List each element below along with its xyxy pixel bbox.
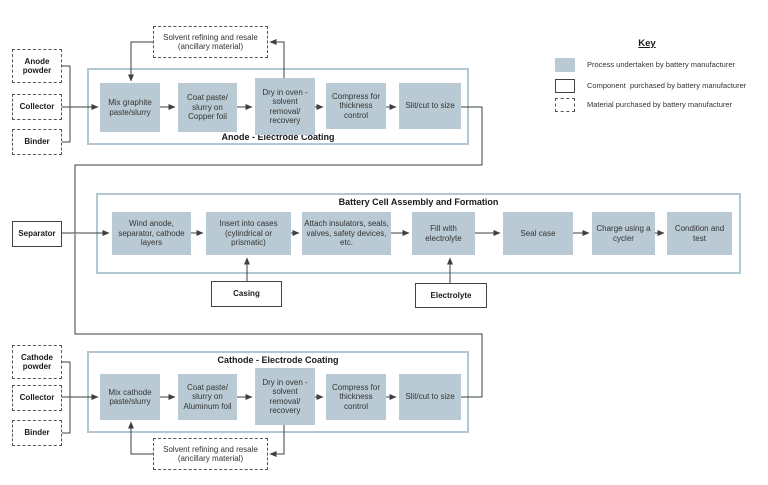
input-separator: Separator xyxy=(12,221,62,247)
step-label: Slit/cut to size xyxy=(405,101,455,111)
step-label: Dry in oven - solvent removal/ recovery xyxy=(262,377,308,416)
step-slit-cut-anode: Slit/cut to size xyxy=(399,83,461,129)
step-label: Wind anode, separator, cathode layers xyxy=(118,219,185,248)
legend-label-material: Material purchased by battery manufactur… xyxy=(587,100,733,109)
step-slit-cut-cathode: Slit/cut to size xyxy=(399,374,461,420)
step-charge-cycler: Charge using a cycler xyxy=(592,212,655,255)
step-label: Insert into cases (cylindrical or prisma… xyxy=(219,219,278,248)
step-compress-anode: Compress for thickness control xyxy=(326,83,386,129)
step-compress-cathode: Compress for thickness control xyxy=(326,374,386,420)
input-collector-anode: Collector xyxy=(12,94,62,120)
step-coat-copper-foil: Coat paste/ slurry on Copper foil xyxy=(178,83,237,132)
legend-swatch-component xyxy=(555,79,575,93)
cathode-section-title: Cathode - Electrode Coating xyxy=(217,355,339,365)
step-dry-oven-cathode: Dry in oven - solvent removal/ recovery xyxy=(255,368,315,425)
step-label: Condition and test xyxy=(674,224,725,243)
step-label: Dry in oven - solvent removal/ recovery xyxy=(262,87,308,126)
step-mix-graphite-paste: Mix graphite paste/slurry xyxy=(100,83,160,132)
input-label: Collector xyxy=(19,102,55,112)
legend-label-component: Component purchased by battery manufactu… xyxy=(587,81,747,90)
input-binder-cathode: Binder xyxy=(12,420,62,446)
component-casing: Casing xyxy=(211,281,282,307)
recycle-label: Solvent refining and resale (ancillary m… xyxy=(163,444,258,464)
step-label: Fill with electrolyte xyxy=(425,224,462,243)
step-dry-oven-anode: Dry in oven - solvent removal/ recovery xyxy=(255,78,315,135)
step-label: Charge using a cycler xyxy=(596,224,651,243)
input-collector-cathode: Collector xyxy=(12,385,62,411)
step-label: Coat paste/ slurry on Copper foil xyxy=(187,93,228,122)
recycle-solvent-anode: Solvent refining and resale (ancillary m… xyxy=(153,26,268,58)
input-label: Collector xyxy=(19,393,55,403)
input-label: Binder xyxy=(24,137,50,147)
input-anode-powder: Anode powder xyxy=(12,49,62,83)
step-label: Mix cathode paste/slurry xyxy=(108,387,152,407)
legend-label-process: Process undertaken by battery manufactur… xyxy=(587,60,735,69)
step-attach-insulators: Attach insulators, seals, valves, safety… xyxy=(302,212,391,255)
step-fill-electrolyte: Fill with electrolyte xyxy=(412,212,475,255)
step-label: Attach insulators, seals, valves, safety… xyxy=(304,219,389,248)
input-label: Anode powder xyxy=(22,56,52,76)
step-seal-case: Seal case xyxy=(503,212,573,255)
component-electrolyte: Electrolyte xyxy=(415,283,487,308)
step-label: Compress for thickness control xyxy=(331,91,380,120)
step-condition-test: Condition and test xyxy=(667,212,732,255)
assembly-section-title: Battery Cell Assembly and Formation xyxy=(338,197,499,207)
input-label: Cathode powder xyxy=(21,352,53,372)
legend-title: Key xyxy=(638,38,656,49)
input-cathode-powder: Cathode powder xyxy=(12,345,62,379)
step-label: Seal case xyxy=(520,228,556,238)
legend-swatch-process xyxy=(555,58,575,72)
input-label: Binder xyxy=(24,428,50,438)
step-insert-cases: Insert into cases (cylindrical or prisma… xyxy=(206,212,291,255)
component-label: Casing xyxy=(233,289,260,299)
step-label: Slit/cut to size xyxy=(405,392,455,402)
step-label: Mix graphite paste/slurry xyxy=(108,98,152,117)
input-label: Separator xyxy=(18,229,56,239)
component-label: Electrolyte xyxy=(430,290,472,300)
step-label: Compress for thickness control xyxy=(331,382,380,411)
input-binder-anode: Binder xyxy=(12,129,62,155)
step-coat-aluminum-foil: Coat paste/ slurry on Aluminum foil xyxy=(178,374,237,420)
legend-swatch-material xyxy=(555,98,575,112)
recycle-label: Solvent refining and resale (ancillary m… xyxy=(163,32,258,52)
step-label: Coat paste/ slurry on Aluminum foil xyxy=(183,382,232,411)
step-mix-cathode-paste: Mix cathode paste/slurry xyxy=(100,374,160,420)
anode-section-title: Anode - Electrode Coating xyxy=(221,132,335,142)
recycle-solvent-cathode: Solvent refining and resale (ancillary m… xyxy=(153,438,268,470)
step-wind-layers: Wind anode, separator, cathode layers xyxy=(112,212,191,255)
